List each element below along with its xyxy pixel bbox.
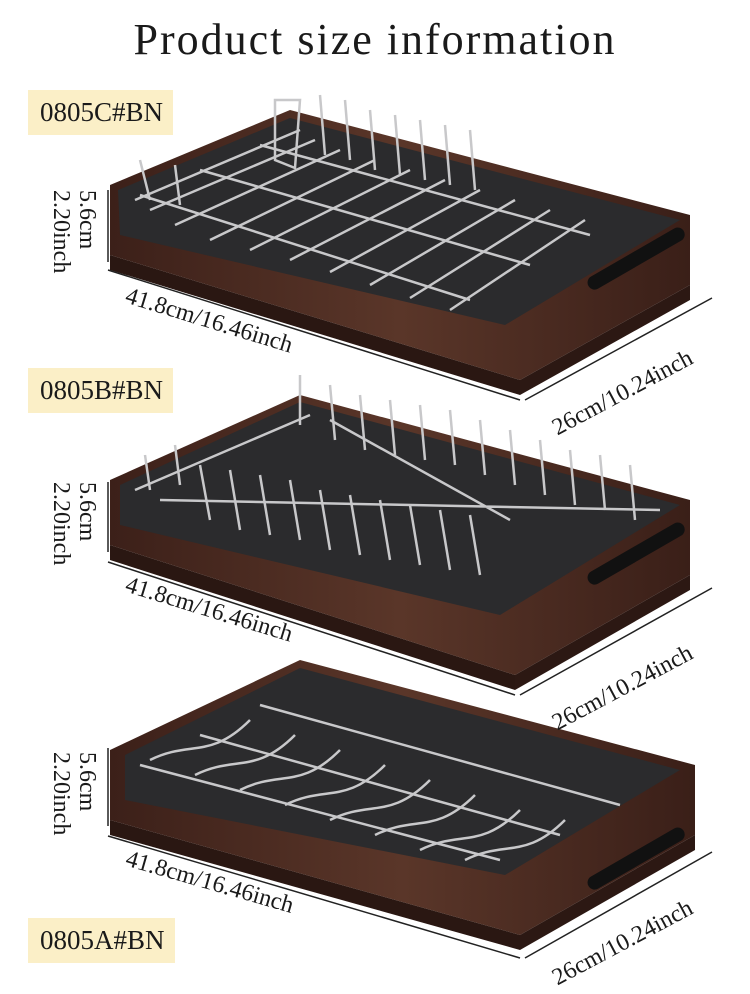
model-label-b: 0805B#BN [28,368,174,413]
model-label-a: 0805A#BN [28,918,175,963]
model-label-c: 0805C#BN [28,90,174,135]
height-in: 2.20inch [48,482,74,566]
page-title: Product size information [133,15,617,64]
height-in: 2.20inch [48,752,74,836]
height-cm: 5.6cm [74,482,100,542]
height-in: 2.20inch [48,190,74,274]
height-cm: 5.6cm [74,752,100,812]
height-cm: 5.6cm [74,190,100,250]
